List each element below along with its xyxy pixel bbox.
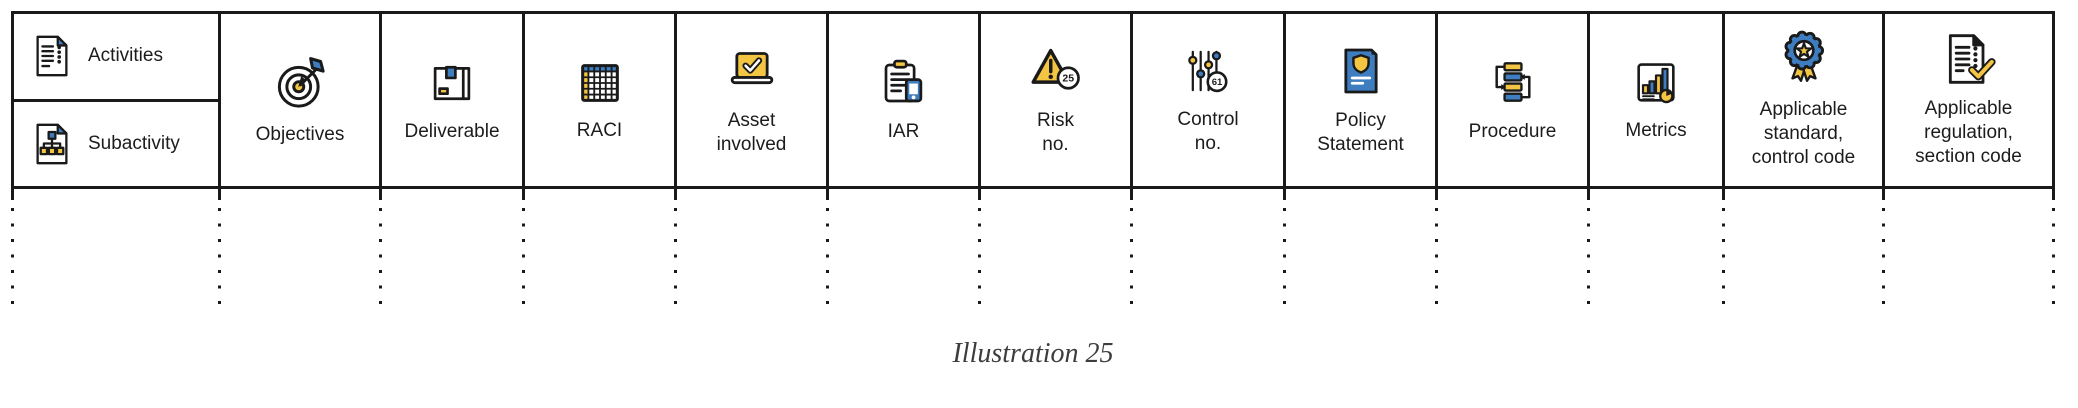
column-guide-dots: [1434, 208, 1439, 310]
column-guide-dotted-line: [673, 189, 678, 310]
laptop-check-icon: [724, 43, 780, 99]
column-guide-dots: [1721, 208, 1726, 310]
column-guide-dotted-line: [1721, 189, 1726, 310]
column-applicable-regulation: Applicable regulation, section code: [1882, 14, 2052, 186]
column-guide-tick: [1721, 189, 1726, 200]
column-label: Activities: [88, 45, 163, 67]
column-guide-dots: [521, 208, 526, 310]
clipboard-phone-icon: [877, 56, 931, 110]
column-guide-dots: [977, 208, 982, 310]
column-label: Procedure: [1468, 121, 1557, 143]
column-label: Applicable standard, control code: [1751, 99, 1856, 168]
column-guide-dotted-line: [378, 189, 383, 310]
column-guide-dots: [1586, 208, 1591, 310]
column-guide-dotted-line: [1586, 189, 1591, 310]
matrix-grid-icon: [574, 57, 626, 109]
column-guide-tick: [1282, 189, 1287, 200]
column-guide-tick: [10, 189, 15, 200]
target-icon: [270, 53, 330, 113]
column-control-no: 61 Control no.: [1130, 14, 1283, 186]
column-guide-tick: [1586, 189, 1591, 200]
column-raci: RACI: [522, 14, 674, 186]
figure-caption: Illustration 25: [952, 338, 1114, 369]
document-check-icon: [1941, 31, 1997, 87]
column-objectives: Objectives: [218, 14, 379, 186]
cell-subactivity: Subactivity: [14, 98, 218, 187]
column-guide-dots: [378, 208, 383, 310]
column-guide-dots: [10, 208, 15, 310]
flowchart-icon: [1486, 56, 1540, 110]
column-label: Objectives: [255, 124, 345, 146]
control-badge-number: 61: [1212, 77, 1223, 88]
column-guide-dots: [217, 208, 222, 310]
column-guide-dots: [1129, 208, 1134, 310]
column-label: Applicable regulation, section code: [1915, 98, 2022, 167]
column-guide-tick: [673, 189, 678, 200]
column-guide-tick: [521, 189, 526, 200]
warning-triangle-icon: 25: [1028, 43, 1084, 99]
column-guide-dots: [2051, 208, 2056, 310]
cell-activities: Activities: [14, 14, 218, 99]
document-list-icon: [29, 33, 75, 79]
column-guide-tick: [1129, 189, 1134, 200]
column-metrics: Metrics: [1587, 14, 1722, 186]
column-guide-dots: [1282, 208, 1287, 310]
column-label: Metrics: [1625, 120, 1687, 142]
column-guide-tick: [825, 189, 830, 200]
hierarchy-document-icon: [29, 121, 75, 167]
column-label: IAR: [887, 121, 920, 143]
column-guide-dotted-line: [1434, 189, 1439, 310]
table-header: Activities Subactivity: [11, 11, 2055, 189]
column-guide-tick: [2051, 189, 2056, 200]
award-ribbon-icon: [1775, 30, 1833, 88]
column-guide-tick: [1434, 189, 1439, 200]
column-label: Risk no.: [1037, 110, 1074, 155]
column-risk-no: 25 Risk no.: [978, 14, 1130, 186]
column-guide-dotted-line: [2051, 189, 2056, 310]
column-label: Deliverable: [404, 121, 500, 143]
column-label: Subactivity: [88, 132, 180, 154]
column-label: RACI: [576, 120, 623, 142]
column-asset-involved: Asset involved: [674, 14, 826, 186]
column-applicable-standard: Applicable standard, control code: [1722, 14, 1882, 186]
column-guide-tick: [217, 189, 222, 200]
column-guide-tick: [1881, 189, 1886, 200]
column-guide-dotted-line: [1881, 189, 1886, 310]
column-guide-dots: [673, 208, 678, 310]
column-label: Asset involved: [716, 110, 787, 155]
column-policy-statement: Policy Statement: [1283, 14, 1435, 186]
column-label: Policy Statement: [1317, 110, 1404, 155]
column-guide-dotted-line: [1282, 189, 1287, 310]
bar-chart-icon: [1630, 57, 1682, 109]
risk-badge-number: 25: [1062, 73, 1074, 85]
package-icon: [425, 56, 479, 110]
sliders-icon: 61: [1181, 44, 1235, 98]
column-guide-dotted-line: [10, 189, 15, 310]
column-guides: [0, 189, 2078, 319]
column-guide-dots: [1881, 208, 1886, 310]
column-guide-tick: [977, 189, 982, 200]
column-label: Control no.: [1177, 109, 1239, 154]
column-activities-subactivity: Activities Subactivity: [14, 14, 218, 186]
column-guide-dotted-line: [825, 189, 830, 310]
column-guide-dotted-line: [521, 189, 526, 310]
column-iar: IAR: [826, 14, 978, 186]
column-deliverable: Deliverable: [379, 14, 522, 186]
column-guide-dotted-line: [1129, 189, 1134, 310]
column-guide-dotted-line: [977, 189, 982, 310]
column-guide-tick: [378, 189, 383, 200]
column-guide-dots: [825, 208, 830, 310]
shield-document-icon: [1333, 43, 1389, 99]
column-procedure: Procedure: [1435, 14, 1587, 186]
column-guide-dotted-line: [217, 189, 222, 310]
